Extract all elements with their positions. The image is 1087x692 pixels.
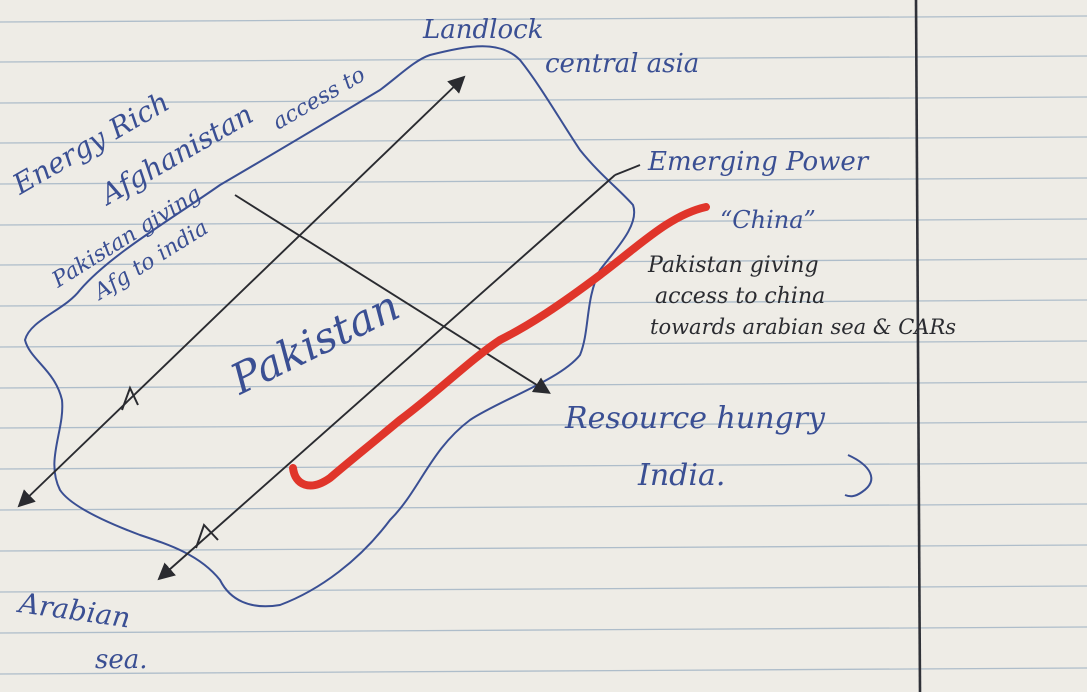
- arrow-central-asia-to-arabian-sea: [17, 75, 466, 508]
- label-sea: sea.: [95, 645, 148, 675]
- label-arabian: Arabian: [14, 586, 132, 635]
- arrows: [17, 75, 641, 581]
- arrow-emerging-power-leader: [614, 164, 641, 176]
- arrow-tick-right: [195, 523, 219, 549]
- arrow-afghanistan-to-india: [234, 194, 551, 394]
- label-access-to: access to: [269, 62, 370, 135]
- label-india: India.: [637, 458, 725, 493]
- label-china: “China”: [720, 206, 816, 234]
- label-china-note-line3: towards arabian sea & CARs: [650, 315, 956, 339]
- label-resource-hungry: Resource hungry: [564, 401, 826, 436]
- arrow-china-to-arabian-sea: [157, 174, 616, 581]
- label-china-note-line1: Pakistan giving: [647, 253, 819, 278]
- label-china-note-line2: access to china: [655, 284, 825, 309]
- india-bracket: [844, 454, 873, 498]
- margin-line: [914, 0, 922, 692]
- arrow-tick-left: [121, 385, 139, 411]
- label-central-asia: central asia: [545, 49, 699, 79]
- label-emerging-power: Emerging Power: [647, 147, 870, 177]
- label-landlock: Landlock: [422, 15, 543, 45]
- red-route-line: [289, 203, 710, 490]
